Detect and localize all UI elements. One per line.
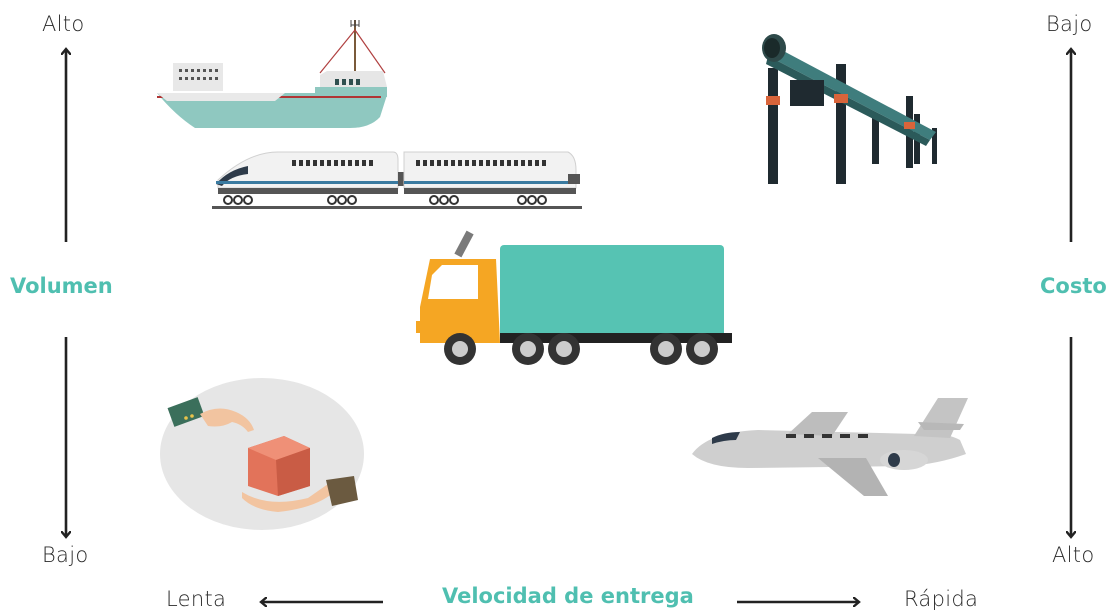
right-axis-top-label: Bajo xyxy=(1046,12,1093,36)
train-icon xyxy=(212,151,582,209)
hand-delivery-icon xyxy=(160,378,364,530)
pipeline-icon xyxy=(762,34,937,184)
bottom-axis-left-label: Lenta xyxy=(166,587,227,611)
left-axis-title: Volumen xyxy=(10,274,113,298)
bottom-axis-title: Velocidad de entrega xyxy=(442,584,694,608)
right-axis-bottom-label: Alto xyxy=(1052,543,1095,567)
ship-icon xyxy=(157,20,387,128)
left-axis-bottom-label: Bajo xyxy=(42,543,89,567)
right-axis-title: Costo xyxy=(1040,274,1107,298)
left-axis-top-label: Alto xyxy=(42,12,85,36)
bottom-axis-right-label: Rápida xyxy=(904,587,979,611)
airplane-icon xyxy=(692,398,968,496)
truck-icon xyxy=(416,230,732,365)
